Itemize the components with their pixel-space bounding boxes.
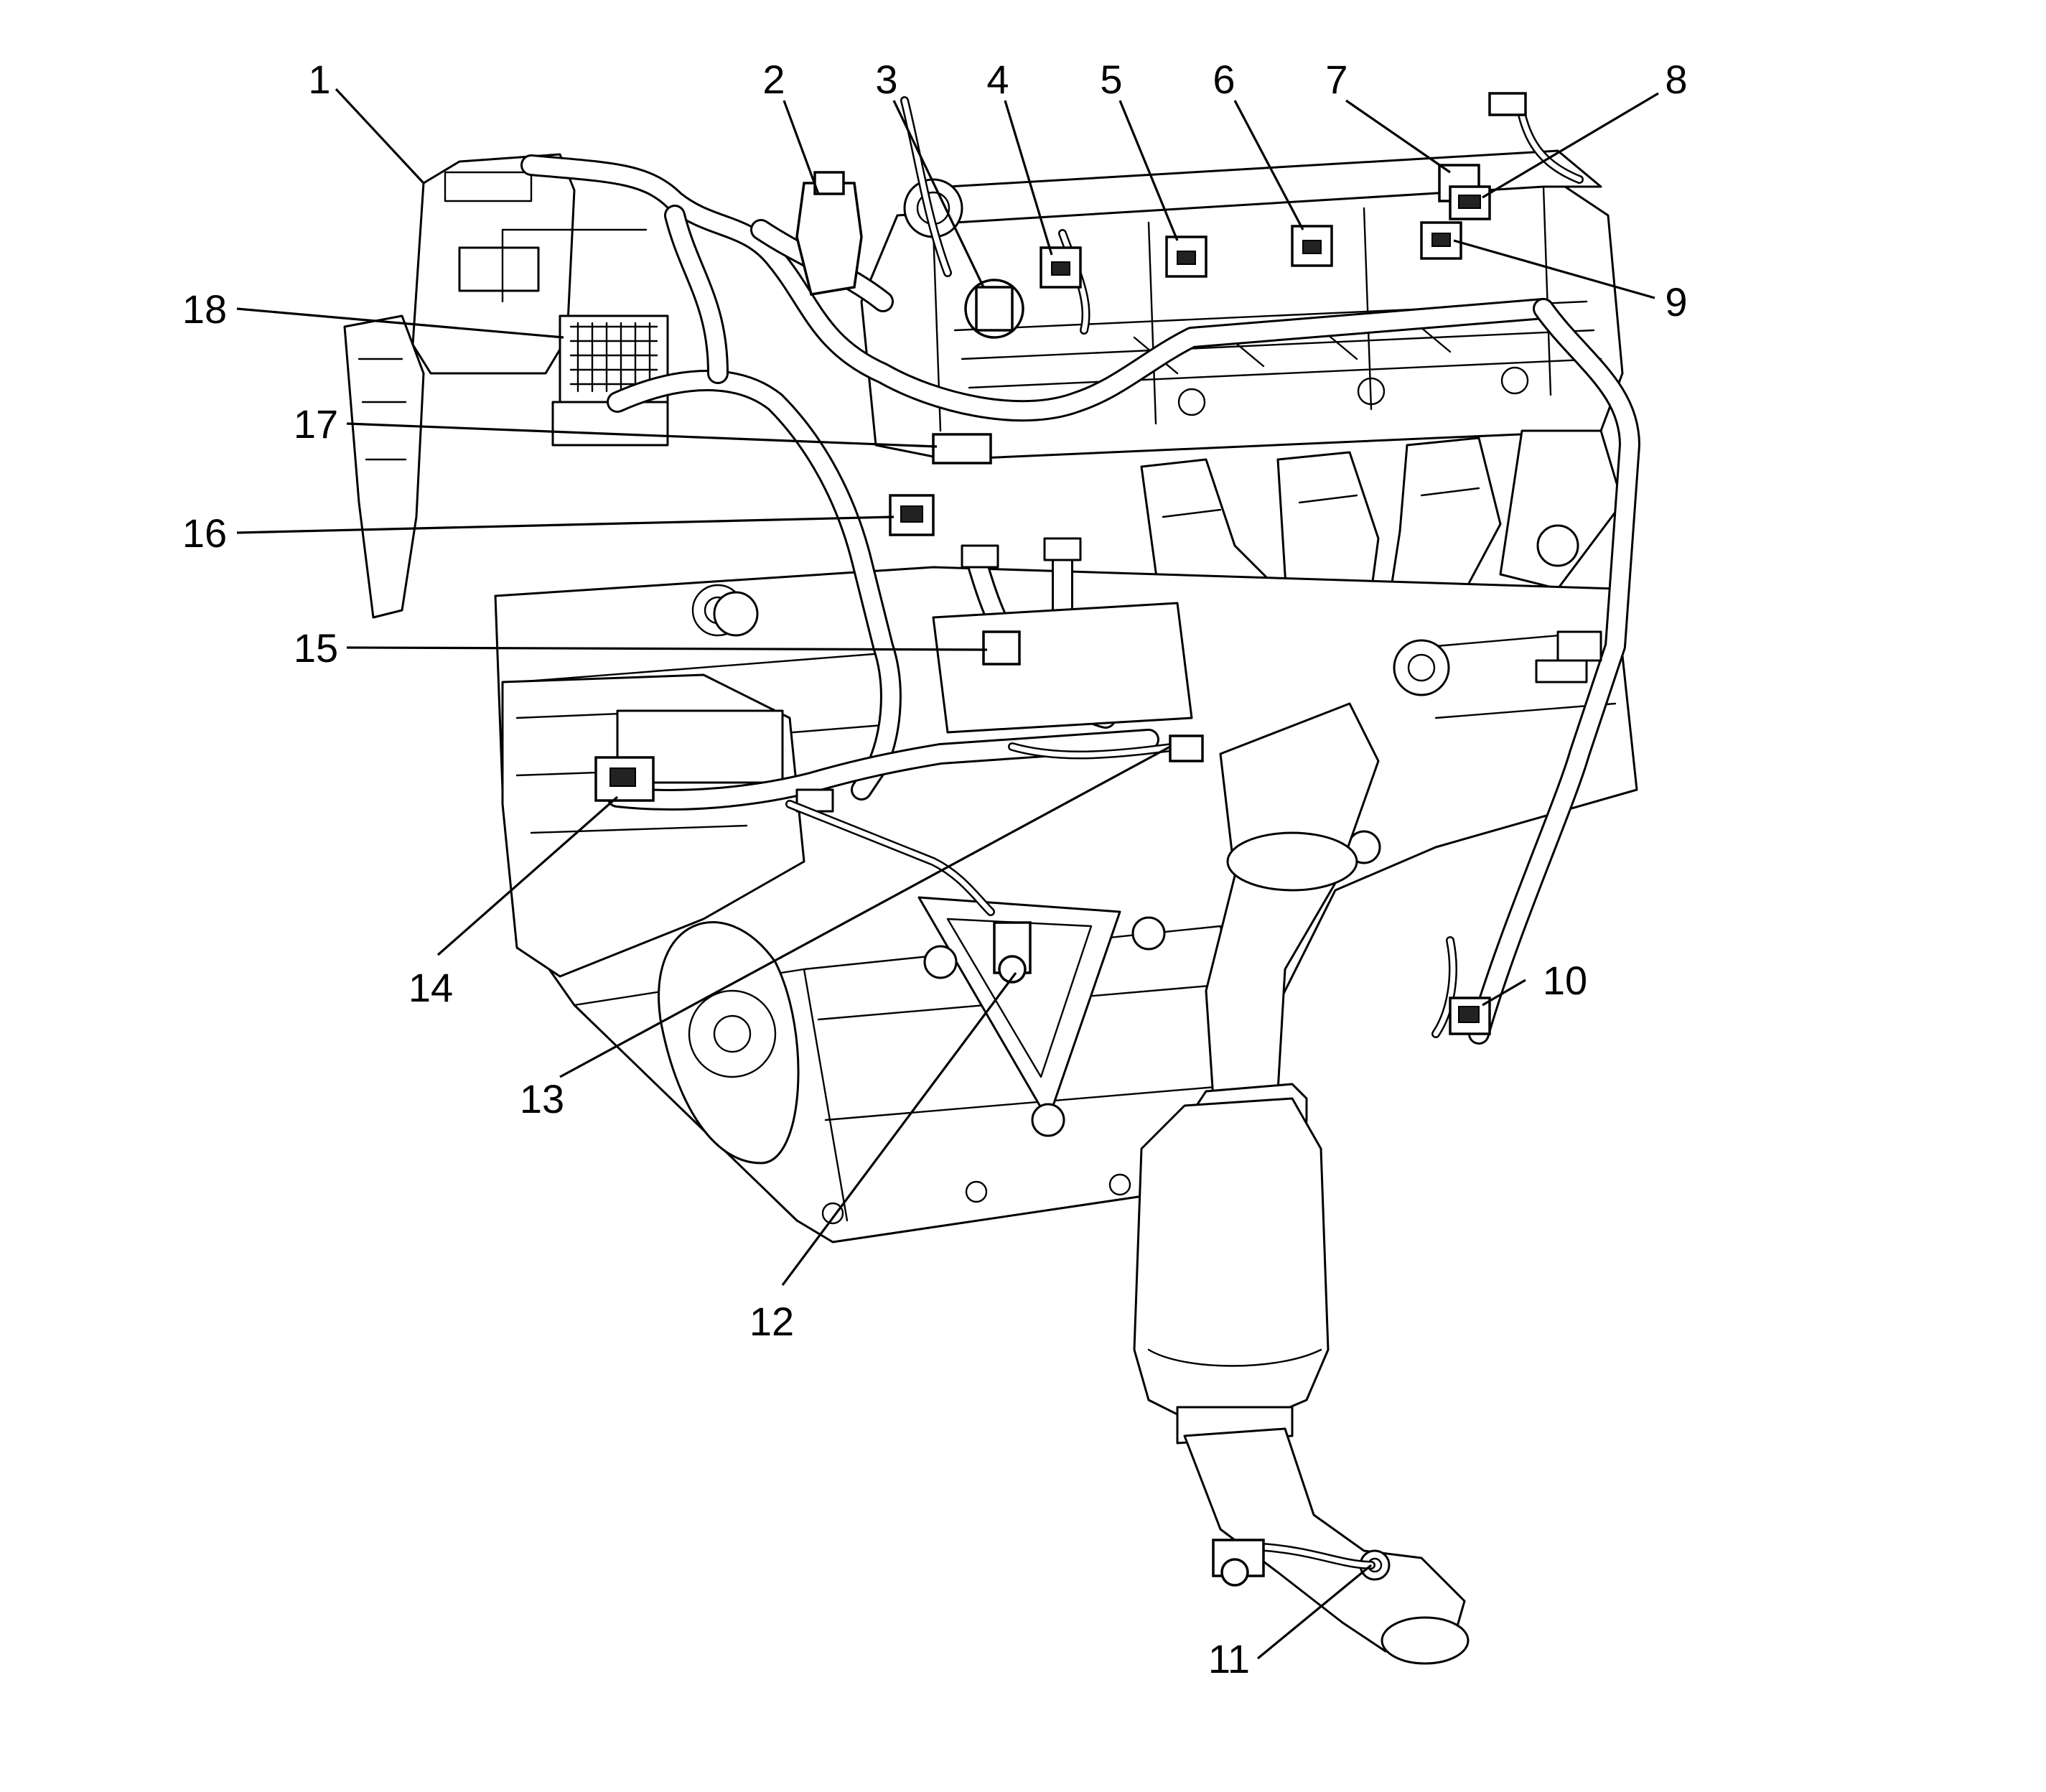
callout-1: 1 bbox=[308, 57, 425, 185]
callout-17: 17 bbox=[294, 401, 938, 448]
callout-13: 13 bbox=[520, 745, 1171, 1121]
callout-16: 16 bbox=[182, 510, 894, 556]
callout-11: 11 bbox=[1208, 1564, 1373, 1681]
leader-line-18 bbox=[236, 307, 564, 339]
callout-15: 15 bbox=[294, 625, 988, 671]
wiring-harness bbox=[520, 154, 1640, 1045]
sensor-wires bbox=[785, 96, 1584, 1569]
leader-line-5 bbox=[1118, 100, 1179, 241]
leader-line-7 bbox=[1345, 99, 1451, 174]
callout-number-18: 18 bbox=[182, 286, 227, 332]
leader-line-11 bbox=[1256, 1564, 1373, 1660]
callout-2: 2 bbox=[762, 57, 820, 195]
callout-number-7: 7 bbox=[1325, 57, 1347, 102]
connectors bbox=[594, 92, 1527, 1587]
leader-line-16 bbox=[236, 515, 894, 534]
ecm-module bbox=[343, 153, 648, 619]
callout-9: 9 bbox=[1453, 239, 1688, 325]
callout-number-11: 11 bbox=[1208, 1636, 1250, 1681]
bellhousing bbox=[501, 584, 805, 978]
leader-line-10 bbox=[1482, 979, 1526, 1007]
callout-number-15: 15 bbox=[294, 625, 338, 671]
callout-number-8: 8 bbox=[1665, 57, 1687, 102]
callout-6: 6 bbox=[1213, 57, 1304, 230]
callout-10: 10 bbox=[1482, 958, 1587, 1007]
callout-number-4: 4 bbox=[986, 57, 1009, 102]
callout-8: 8 bbox=[1482, 57, 1688, 199]
ecm-connector bbox=[551, 314, 669, 447]
leader-line-9 bbox=[1453, 239, 1655, 299]
callout-14: 14 bbox=[408, 795, 619, 1010]
callout-number-14: 14 bbox=[408, 965, 453, 1010]
leader-line-8 bbox=[1482, 92, 1659, 199]
callout-3: 3 bbox=[875, 57, 985, 288]
callout-12: 12 bbox=[749, 972, 1017, 1344]
callout-number-9: 9 bbox=[1665, 279, 1687, 325]
callout-number-1: 1 bbox=[308, 57, 330, 102]
leader-line-2 bbox=[783, 100, 820, 195]
callout-number-16: 16 bbox=[182, 510, 227, 556]
callout-number-2: 2 bbox=[762, 57, 785, 102]
leader-line-12 bbox=[781, 972, 1017, 1286]
callout-5: 5 bbox=[1100, 57, 1179, 241]
leader-line-3 bbox=[892, 100, 985, 288]
callout-number-5: 5 bbox=[1100, 57, 1122, 102]
callout-number-3: 3 bbox=[875, 57, 897, 102]
callout-number-17: 17 bbox=[294, 401, 338, 447]
leader-line-4 bbox=[1004, 100, 1053, 256]
leader-line-1 bbox=[335, 88, 425, 185]
callout-number-13: 13 bbox=[520, 1076, 564, 1121]
callout-number-6: 6 bbox=[1213, 57, 1235, 102]
leader-line-17 bbox=[346, 422, 938, 448]
engine-illustration bbox=[343, 92, 1640, 1665]
crank-pulley bbox=[658, 921, 800, 1165]
callout-number-10: 10 bbox=[1543, 958, 1587, 1003]
coolant-pipes bbox=[932, 537, 1193, 734]
leader-line-14 bbox=[436, 795, 619, 956]
callout-18: 18 bbox=[182, 286, 564, 339]
callouts: 1 2 3 4 5 6 7 8 bbox=[182, 57, 1688, 1681]
leader-line-6 bbox=[1233, 100, 1304, 230]
leader-line-15 bbox=[346, 646, 988, 651]
leader-line-13 bbox=[559, 745, 1171, 1078]
callout-number-12: 12 bbox=[749, 1299, 794, 1344]
callout-4: 4 bbox=[986, 57, 1053, 256]
callout-7: 7 bbox=[1325, 57, 1451, 174]
